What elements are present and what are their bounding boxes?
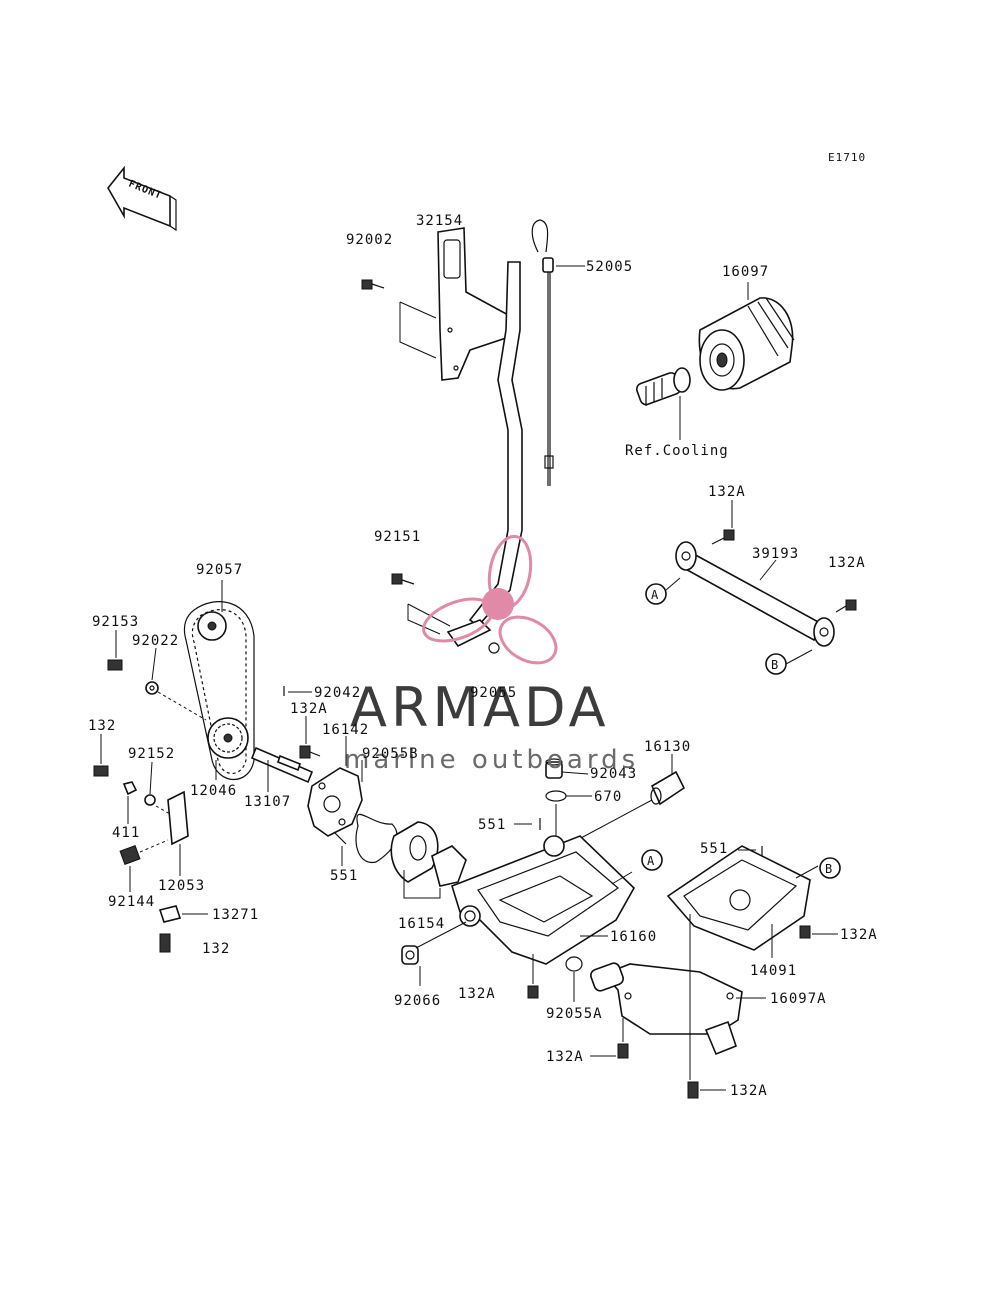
svg-text:B: B [825, 862, 833, 876]
callout-132A-mid: 132A [290, 701, 328, 717]
callout-670: 670 [594, 789, 622, 805]
cover-16097A [590, 962, 743, 1056]
sprocket-upper [197, 611, 227, 641]
callout-132-bottom: 132 [202, 941, 230, 957]
callout-92152: 92152 [128, 746, 175, 762]
callout-551-right: 551 [700, 841, 728, 857]
callout-92043: 92043 [590, 766, 637, 782]
callout-92055B: 92055B [362, 746, 419, 762]
callout-132A-c: 132A [840, 927, 878, 943]
marker-A-pan: A [641, 849, 663, 871]
bolt-132A-right [835, 599, 857, 613]
oil-pump-16142 [307, 767, 363, 837]
plate-13271 [158, 905, 182, 923]
washer-92152 [144, 794, 156, 806]
bolt-92144 [119, 845, 141, 865]
dipstick-52005 [531, 219, 554, 486]
callout-16160: 16160 [610, 929, 657, 945]
fitting-ref-cooling [635, 367, 691, 406]
callout-92144: 92144 [108, 894, 155, 910]
marker-B-pipe: B [765, 653, 787, 675]
bolt-132-bottom [159, 933, 171, 953]
callout-92055: 92055 [470, 685, 517, 701]
bolt-132A-b [617, 1043, 629, 1059]
oil-filter-16097 [698, 297, 795, 391]
ref-cooling-label: Ref.Cooling [625, 443, 729, 459]
callout-92055A: 92055A [546, 1006, 603, 1022]
callout-12046: 12046 [190, 783, 237, 799]
bolt-92151 [391, 573, 415, 585]
callout-13107: 13107 [244, 794, 291, 810]
chain-92057 [183, 601, 255, 781]
callout-16130: 16130 [644, 739, 691, 755]
marker-A-pipe: A [645, 583, 667, 605]
o-ring-92055A [565, 956, 583, 972]
nut-411 [122, 781, 138, 796]
callout-16097A: 16097A [770, 991, 827, 1007]
gasket-92055B [355, 813, 398, 864]
rotor-16154 [390, 821, 467, 887]
callout-92002: 92002 [346, 232, 393, 248]
collar-92043 [545, 758, 563, 779]
washer-92022 [145, 681, 159, 695]
watermark-title: ARMADA [350, 676, 610, 739]
callout-132A-top: 132A [708, 484, 746, 500]
fitting-16130 [650, 770, 686, 806]
callout-16154: 16154 [398, 916, 445, 932]
armada-logo-icon [422, 534, 558, 665]
bolt-92153 [107, 659, 123, 671]
callout-12053: 12053 [158, 878, 205, 894]
plug-92066 [401, 945, 419, 965]
o-ring-92055 [488, 642, 500, 654]
callout-92042: 92042 [314, 685, 361, 701]
svg-text:A: A [647, 854, 655, 868]
chain-guide-12053 [167, 790, 189, 846]
oil-pan-16160 [451, 835, 636, 965]
watermark-subtitle: marine outboards [344, 745, 639, 775]
diagram-code: E1710 [828, 151, 866, 164]
pin-551-left [333, 831, 347, 845]
callout-92057: 92057 [196, 562, 243, 578]
bolt-92002 [361, 279, 385, 290]
callout-132-left: 132 [88, 718, 116, 734]
callout-92153: 92153 [92, 614, 139, 630]
callout-14091: 14091 [750, 963, 797, 979]
callout-132A-d: 132A [730, 1083, 768, 1099]
bolt-132A-a [527, 985, 539, 999]
callout-551-left: 551 [330, 868, 358, 884]
bracket-32154 [437, 227, 520, 381]
shaft-13107 [250, 746, 314, 784]
callout-92022: 92022 [132, 633, 179, 649]
sprocket-12046 [207, 717, 249, 759]
o-ring-670 [545, 790, 567, 802]
cover-14091 [666, 845, 811, 951]
callout-16142: 16142 [322, 722, 369, 738]
callout-16097: 16097 [722, 264, 769, 280]
marker-B-cover: B [819, 857, 841, 879]
callout-132A-a: 132A [458, 986, 496, 1002]
callout-52005: 52005 [586, 259, 633, 275]
callout-132A-right: 132A [828, 555, 866, 571]
callout-13271: 13271 [212, 907, 259, 923]
pipe-39193 [675, 541, 835, 647]
callout-551-mid: 551 [478, 817, 506, 833]
callout-39193: 39193 [752, 546, 799, 562]
callout-32154: 32154 [416, 213, 463, 229]
front-arrow-icon: FRONT [107, 165, 177, 232]
bolt-132A-c [799, 925, 811, 939]
svg-text:A: A [651, 588, 659, 602]
bolt-132A-mid [299, 745, 321, 759]
bolt-132A-top [711, 529, 735, 545]
svg-text:B: B [771, 658, 779, 672]
callout-132A-b: 132A [546, 1049, 584, 1065]
callout-92151: 92151 [374, 529, 421, 545]
bolt-132A-d [687, 1081, 699, 1099]
bolt-132-left [93, 765, 109, 777]
callout-92066: 92066 [394, 993, 441, 1009]
callout-411: 411 [112, 825, 140, 841]
